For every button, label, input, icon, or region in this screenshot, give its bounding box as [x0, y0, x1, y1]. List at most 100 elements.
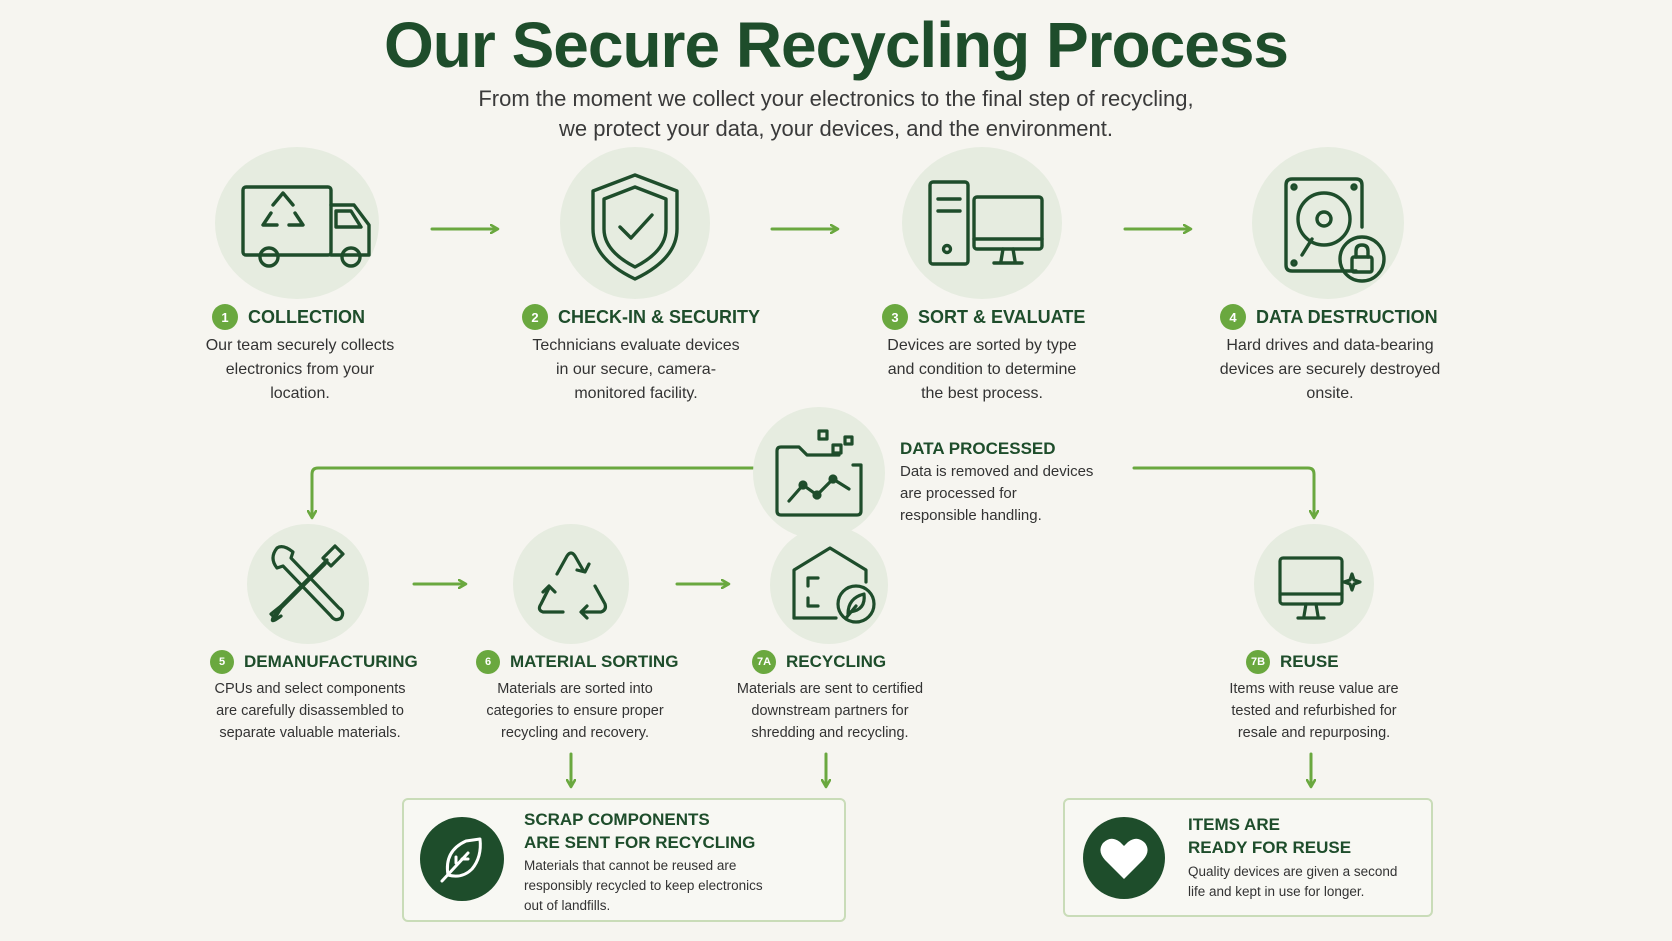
recycle-arrows-icon [537, 551, 608, 620]
step-badge: 7A [752, 650, 776, 674]
desc-line: and condition to determine [887, 361, 1077, 378]
desc-line: Items with reuse value are [1229, 681, 1399, 697]
scrap-components-box: SCRAP COMPONENTS ARE SENT FOR RECYCLING … [402, 798, 846, 922]
step-6-heading: 6 MATERIAL SORTING [476, 650, 678, 674]
desc-line: Our team securely collects [205, 337, 395, 354]
step-label: DEMANUFACTURING [244, 652, 418, 671]
step-label: COLLECTION [248, 306, 365, 327]
data-destruction-icon-circle [1252, 147, 1404, 299]
desc-line: separate valuable materials. [219, 725, 401, 741]
desc-line: location. [270, 385, 330, 402]
hard-drive-lock-icon [1284, 177, 1386, 283]
scrap-components-description: Materials that cannot be reused are resp… [524, 856, 824, 916]
page-subtitle: From the moment we collect your electron… [336, 84, 1336, 144]
data-processed-description: Data is removed and devices are processe… [900, 461, 1140, 527]
step-label: RECYCLING [786, 652, 887, 671]
step-label: REUSE [1280, 652, 1339, 671]
desc-line: Technicians evaluate devices [532, 337, 740, 354]
desc-line: life and kept in use for longer. [1188, 884, 1365, 899]
step-1-heading: 1 COLLECTION [212, 304, 365, 330]
step-2-heading: 2 CHECK-IN & SECURITY [522, 304, 760, 330]
reuse-icon-circle [1254, 524, 1374, 644]
subtitle-line: we protect your data, your devices, and … [559, 116, 1113, 141]
data-processed-label: DATA PROCESSED [900, 439, 1056, 458]
desc-line: CPUs and select components [214, 681, 406, 697]
step-5-description: CPUs and select components are carefully… [190, 678, 430, 744]
heart-icon-disc [1083, 817, 1165, 899]
eco-facility-leaf-icon [792, 546, 876, 624]
ready-for-reuse-box: ITEMS ARE READY FOR REUSE Quality device… [1063, 798, 1433, 917]
desc-line: categories to ensure proper [486, 703, 664, 719]
branch-right [1132, 466, 1314, 517]
title-line: READY FOR REUSE [1188, 838, 1352, 857]
desc-line: devices are securely destroyed [1219, 361, 1441, 378]
step-badge: 1 [212, 304, 238, 330]
desc-line: responsible handling. [900, 507, 1042, 524]
desc-line: shredding and recycling. [751, 725, 909, 741]
step-label: DATA DESTRUCTION [1256, 306, 1438, 327]
ready-for-reuse-description: Quality devices are given a second life … [1188, 862, 1424, 902]
monitor-sparkle-icon [1278, 556, 1362, 620]
desc-line: tested and refurbished for [1231, 703, 1397, 719]
desc-line: are carefully disassembled to [216, 703, 404, 719]
heart-icon [1100, 838, 1148, 879]
desc-line: electronics from your [225, 361, 375, 378]
step-7a-heading: 7A RECYCLING [752, 650, 886, 674]
step-4-heading: 4 DATA DESTRUCTION [1220, 304, 1438, 330]
leaf-icon-disc [420, 817, 504, 901]
step-badge: 4 [1220, 304, 1246, 330]
demanufacturing-icon-circle [247, 524, 369, 644]
check-in-icon-circle [560, 147, 710, 299]
step-3-heading: 3 SORT & EVALUATE [882, 304, 1085, 330]
title-line: ARE SENT FOR RECYCLING [524, 833, 756, 852]
page-title: Our Secure Recycling Process [384, 9, 1289, 81]
desc-line: recycling and recovery. [500, 725, 650, 741]
desc-line: resale and repurposing. [1237, 725, 1391, 741]
recycling-truck-icon [241, 185, 371, 268]
desc-line: Materials that cannot be reused are [524, 858, 737, 873]
desc-line: onsite. [1306, 385, 1354, 402]
step-6-description: Materials are sorted into categories to … [455, 678, 695, 744]
desc-line: are processed for [900, 485, 1017, 502]
step-4-description: Hard drives and data-bearing devices are… [1198, 334, 1462, 406]
step-1-description: Our team securely collects electronics f… [180, 334, 420, 406]
leaf-icon [440, 837, 482, 883]
desc-line: out of landfills. [524, 898, 611, 913]
desc-line: Hard drives and data-bearing [1226, 337, 1434, 354]
desc-line: Quality devices are given a second [1188, 864, 1398, 879]
desc-line: responsibly recycled to keep electronics [524, 878, 763, 893]
shield-check-icon [591, 173, 679, 281]
step-badge: 2 [522, 304, 548, 330]
desc-line: in our secure, camera- [555, 361, 717, 378]
step-5-heading: 5 DEMANUFACTURING [210, 650, 418, 674]
desc-line: downstream partners for [751, 703, 909, 719]
subtitle-line: From the moment we collect your electron… [478, 86, 1194, 111]
data-processed-icon-circle [753, 407, 885, 539]
step-7a-description: Materials are sent to certified downstre… [710, 678, 950, 744]
desc-line: Data is removed and devices [900, 463, 1094, 480]
step-badge: 3 [882, 304, 908, 330]
step-2-description: Technicians evaluate devices in our secu… [506, 334, 766, 406]
step-label: MATERIAL SORTING [510, 652, 679, 671]
step-badge: 7B [1246, 650, 1270, 674]
ready-for-reuse-title: ITEMS ARE READY FOR REUSE [1188, 813, 1351, 859]
desc-line: Materials are sent to certified [736, 681, 924, 697]
title-line: ITEMS ARE [1188, 815, 1280, 834]
branch-left [312, 466, 755, 517]
folder-data-chart-icon [775, 429, 863, 517]
scrap-components-title: SCRAP COMPONENTS ARE SENT FOR RECYCLING [524, 808, 755, 854]
desc-line: Devices are sorted by type [887, 337, 1077, 354]
step-badge: 5 [210, 650, 234, 674]
desc-line: monitored facility. [574, 385, 698, 402]
step-label: CHECK-IN & SECURITY [558, 306, 761, 327]
step-7b-heading: 7B REUSE [1246, 650, 1339, 674]
desc-line: the best process. [921, 385, 1043, 402]
step-3-description: Devices are sorted by type and condition… [862, 334, 1102, 406]
wrench-screwdriver-icon [269, 544, 345, 623]
recycling-icon-circle [770, 526, 888, 644]
sort-evaluate-icon-circle [902, 147, 1062, 299]
step-badge: 6 [476, 650, 500, 674]
desc-line: Materials are sorted into [497, 681, 653, 697]
material-sorting-icon-circle [513, 524, 629, 644]
